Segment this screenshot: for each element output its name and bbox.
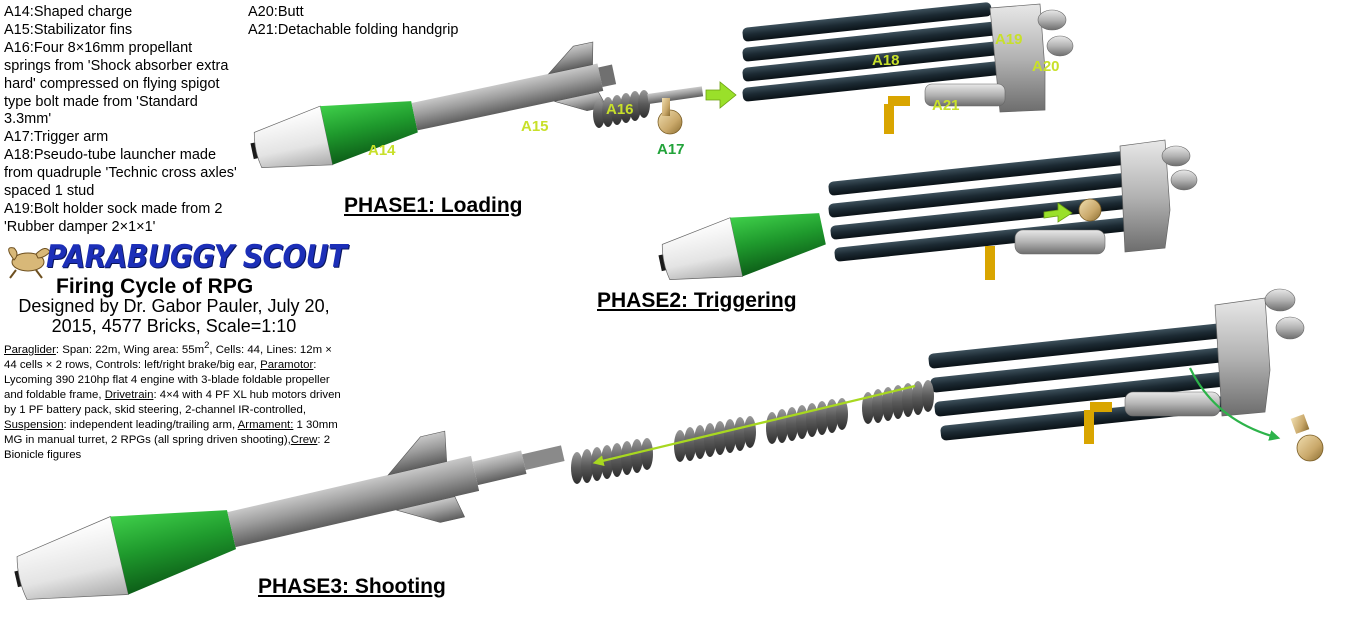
legend-item-a20: A20:Butt <box>248 4 304 20</box>
label-a21: A21 <box>932 97 960 114</box>
phase2-trigger-arrow <box>1043 202 1073 223</box>
phase1-trigger-arm <box>657 98 683 135</box>
phase3-rocket <box>14 430 565 600</box>
phase3-trigger-arm <box>1290 414 1324 462</box>
diagram-subtitle: Firing Cycle of RPG <box>56 275 254 298</box>
phase1-springs <box>593 86 704 128</box>
spec-key-paraglider: Paraglider <box>4 343 56 356</box>
spec-value-cells: , Cells: 44, Lines: 12m × 44 cells × 2 r… <box>4 343 332 371</box>
spec-value-suspension: : independent leading/trailing arm, <box>63 418 238 431</box>
legend-item-a18: A18:Pseudo-tube launcher made from quadr… <box>4 147 237 200</box>
spec-value-paramotor: : Lycoming 390 210hp flat 4 engine with … <box>4 358 330 401</box>
phase3-shoot-arrow <box>592 384 916 467</box>
phase3-title: PHASE3: Shooting <box>258 575 446 598</box>
label-a17: A17 <box>657 141 685 158</box>
label-a18: A18 <box>872 52 900 69</box>
phase1-load-arrow <box>705 81 737 109</box>
spec-key-drivetrain: Drivetrain <box>104 388 154 401</box>
spec-value-paraglider: : Span: 22m, Wing area: 55m <box>55 343 205 356</box>
phase3-launcher <box>928 288 1305 444</box>
phase2-rocket <box>658 213 826 280</box>
legend-item-a16: A16:Four 8×16mm propellant springs from … <box>4 39 229 128</box>
label-a14: A14 <box>368 142 396 159</box>
phase1-title: PHASE1: Loading <box>344 194 523 217</box>
spec-key-armament: Armament: <box>237 418 294 431</box>
spec-superscript-2: 2 <box>204 340 210 351</box>
spec-key-suspension: Suspension <box>4 418 64 431</box>
logo-title: PARABUGGY SCOUT <box>46 238 347 275</box>
phase1-launcher <box>742 2 1074 134</box>
legend-left: A14:Shaped charge A15:Stabilizator fins … <box>4 4 242 237</box>
legend-item-a15: A15:Stabilizator fins <box>4 21 133 38</box>
phase3-trigger-arrow <box>1189 367 1281 441</box>
spec-key-crew: Crew <box>290 433 318 446</box>
label-a16: A16 <box>606 101 634 118</box>
label-a20: A20 <box>1032 58 1060 75</box>
legend-item-a14: A14:Shaped charge <box>4 4 133 20</box>
spec-key-paramotor: Paramotor <box>260 358 314 371</box>
phase1-rocket <box>250 41 617 168</box>
phase2-launcher <box>828 139 1198 280</box>
label-a19: A19 <box>995 31 1023 48</box>
spec-value-crew: : 2 Bionicle figures <box>4 433 331 461</box>
parabuggy-logo-icon <box>8 247 51 279</box>
spec-value-drivetrain: : 4×4 with 4 PF XL hub motors driven by … <box>4 388 341 416</box>
legend-right: A20:Butt A21:Detachable folding handgrip <box>248 4 508 40</box>
legend-item-a17: A17:Trigger arm <box>4 129 109 146</box>
legend-item-a21: A21:Detachable folding handgrip <box>248 21 459 38</box>
phase2-title: PHASE2: Triggering <box>597 289 797 312</box>
label-a15: A15 <box>521 118 549 135</box>
spec-value-armament: 1 30mm MG in manual turret, 2 RPGs (all … <box>4 418 338 446</box>
legend-item-a19: A19:Bolt holder sock made from 2 'Rubber… <box>4 200 223 235</box>
specs-text: Paraglider: Span: 22m, Wing area: 55m2, … <box>4 338 344 463</box>
credits-text: Designed by Dr. Gabor Pauler, July 20, 2… <box>18 296 330 336</box>
